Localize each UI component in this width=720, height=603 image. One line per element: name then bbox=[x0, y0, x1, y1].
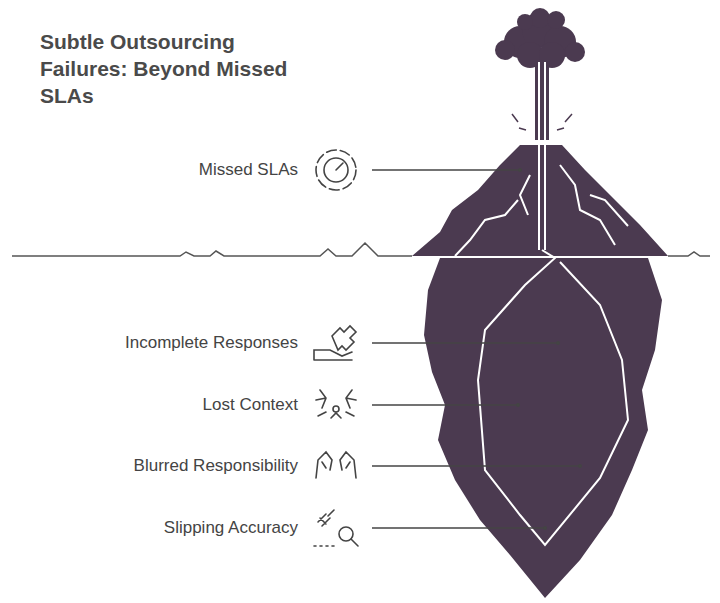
diagram-title: Subtle Outsourcing Failures: Beyond Miss… bbox=[40, 28, 290, 109]
layer-label: Incomplete Responses bbox=[125, 333, 298, 353]
layer-label: Missed SLAs bbox=[199, 160, 298, 180]
layer-label: Blurred Responsibility bbox=[134, 456, 298, 476]
layer-label: Lost Context bbox=[203, 395, 298, 415]
layer-label: Slipping Accuracy bbox=[164, 518, 298, 538]
